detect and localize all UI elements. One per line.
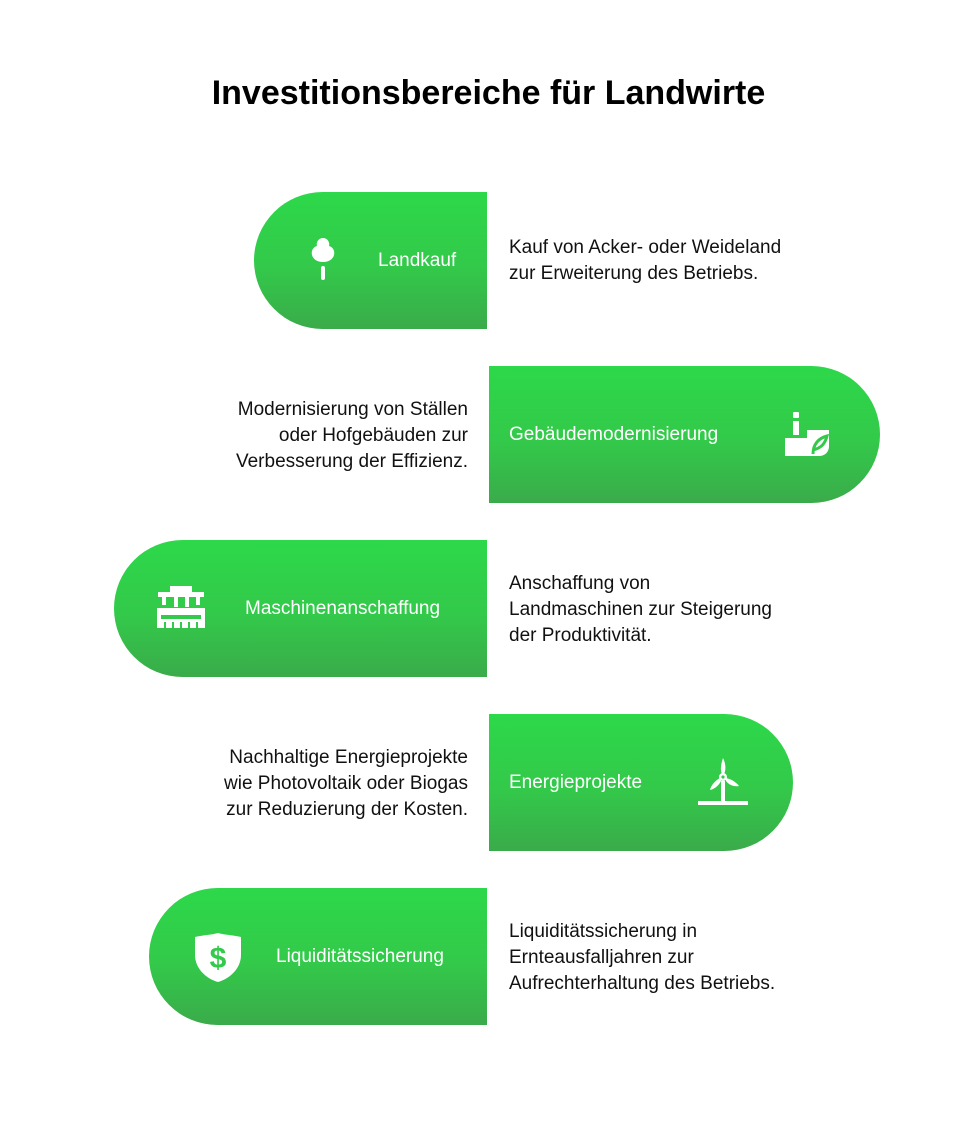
description-line: Modernisierung von Ställen: [237, 399, 468, 420]
description-line: Aufrechterhaltung des Betriebs.: [509, 973, 776, 994]
svg-text:$: $: [210, 942, 227, 975]
description-line: zur Erweiterung des Betriebs.: [509, 263, 759, 284]
description-line: Anschaffung von: [509, 573, 651, 594]
eco-factory-icon: [785, 412, 830, 456]
item-label: Energieprojekte: [509, 772, 643, 793]
item-gebaeudemodernisierung: Gebäudemodernisierung: [489, 366, 880, 503]
page-title: Investitionsbereiche für Landwirte: [211, 74, 766, 112]
description-line: Kauf von Acker- oder Weideland: [509, 237, 782, 258]
item-label: Liquiditätssicherung: [276, 946, 444, 967]
wind-turbine-icon: [698, 758, 748, 805]
farm-machine-icon: [157, 586, 205, 628]
item-liquiditaetssicherung: $ Liquiditätssicherung: [149, 888, 487, 1025]
description-line: zur Reduzierung der Kosten.: [226, 799, 468, 820]
item-maschinenanschaffung: Maschinenanschaffung: [114, 540, 487, 677]
item-description: Nachhaltige Energieprojekte wie Photovol…: [224, 745, 468, 823]
description-line: der Produktivität.: [509, 625, 652, 646]
description-line: oder Hofgebäuden zur: [278, 425, 468, 446]
description-line: Liquiditätssicherung in: [509, 921, 698, 942]
tree-icon: [311, 238, 335, 280]
item-description: Anschaffung von Landmaschinen zur Steige…: [509, 571, 772, 649]
item-description: Kauf von Acker- oder Weideland zur Erwei…: [509, 235, 781, 287]
description-line: Nachhaltige Energieprojekte: [229, 747, 468, 768]
item-description: Liquiditätssicherung in Ernteausfalljahr…: [509, 919, 775, 997]
description-line: wie Photovoltaik oder Biogas: [224, 773, 468, 794]
item-label: Landkauf: [378, 250, 457, 271]
item-description: Modernisierung von Ställen oder Hofgebäu…: [236, 397, 468, 475]
description-line: Ernteausfalljahren zur: [509, 947, 694, 968]
item-energieprojekte: Energieprojekte: [489, 714, 793, 851]
description-line: Verbesserung der Effizienz.: [235, 451, 468, 472]
item-landkauf: Landkauf: [254, 192, 487, 329]
item-label: Gebäudemodernisierung: [509, 424, 719, 445]
item-label: Maschinenanschaffung: [245, 598, 441, 619]
description-line: Landmaschinen zur Steigerung: [509, 599, 773, 620]
shield-dollar-icon: $: [195, 933, 241, 982]
